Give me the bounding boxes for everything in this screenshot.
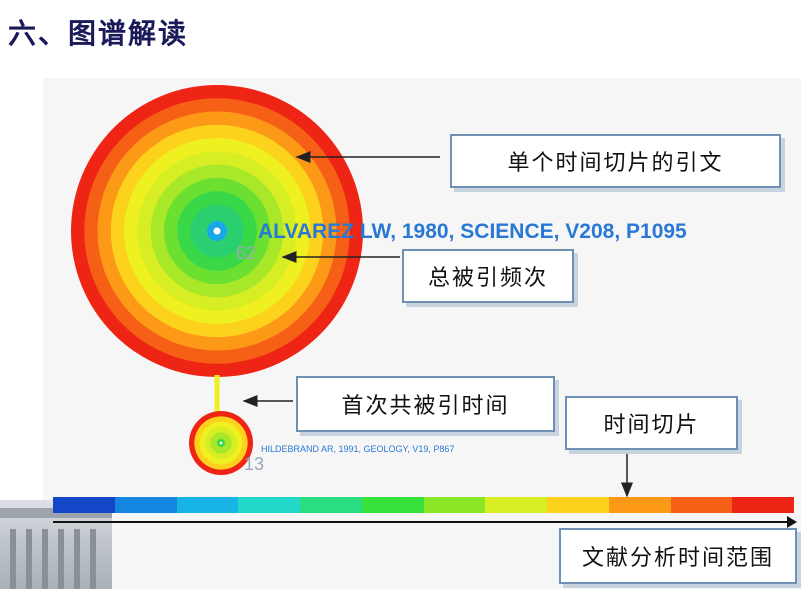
- main-node-reference: ALVAREZ LW, 1980, SCIENCE, V208, P1095: [258, 220, 687, 243]
- secondary-citation-node[interactable]: [189, 411, 253, 475]
- time-slice-segment: [114, 497, 177, 513]
- building-decoration: [0, 500, 112, 589]
- time-slice-segment: [238, 497, 300, 513]
- time-slice-segment: [53, 497, 115, 513]
- time-slice-segment: [732, 497, 794, 513]
- callout-slice-citation: 单个时间切片的引文: [450, 134, 781, 188]
- main-node-count: 62: [236, 243, 257, 263]
- time-slice-segment: [608, 497, 671, 513]
- timeline-axis: [53, 521, 793, 523]
- callout-analysis-range: 文献分析时间范围: [559, 528, 797, 584]
- timeline-arrowhead: [787, 516, 797, 528]
- small-node-reference: HILDEBRAND AR, 1991, GEOLOGY, V19, P867: [261, 444, 455, 454]
- time-slice-segment: [547, 497, 609, 513]
- small-node-count: 13: [244, 454, 265, 474]
- time-slice-segment: [361, 497, 424, 513]
- time-slice-segment: [423, 497, 486, 513]
- time-slice-segment: [176, 497, 239, 513]
- time-slice-segment: [670, 497, 733, 513]
- page-title: 六、图谱解读: [8, 17, 189, 50]
- callout-total-citations: 总被引频次: [402, 249, 574, 303]
- node-center: [213, 227, 221, 235]
- main-citation-node[interactable]: [71, 85, 363, 377]
- time-slice-segment: [485, 497, 547, 513]
- time-slice-color-bar: [53, 497, 794, 513]
- callout-time-slice: 时间切片: [565, 396, 738, 450]
- node-center: [219, 441, 223, 445]
- time-slice-segment: [300, 497, 362, 513]
- callout-first-cocitation: 首次共被引时间: [296, 376, 555, 432]
